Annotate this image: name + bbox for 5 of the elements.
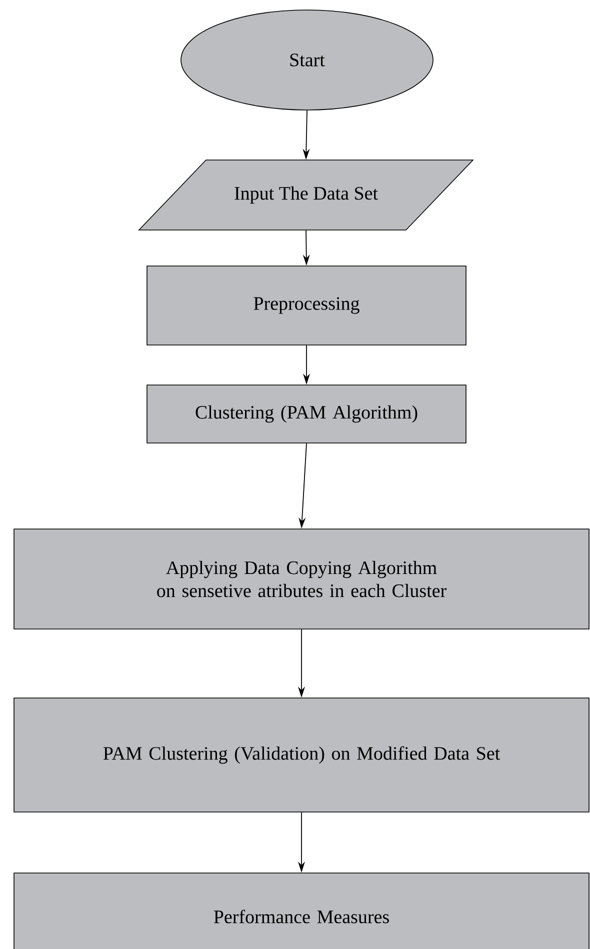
process-box: Preprocessing — [146, 266, 466, 346]
process-box: Applying Data Copying Algorithm on sensetive atributes in each Cluster — [14, 528, 590, 630]
process-box: PAM Clustering (Validation) on Modified Data Set — [14, 698, 590, 812]
process-box: Clustering (PAM Algorithm) — [146, 384, 466, 444]
process-box: Performance Measures — [14, 872, 590, 949]
